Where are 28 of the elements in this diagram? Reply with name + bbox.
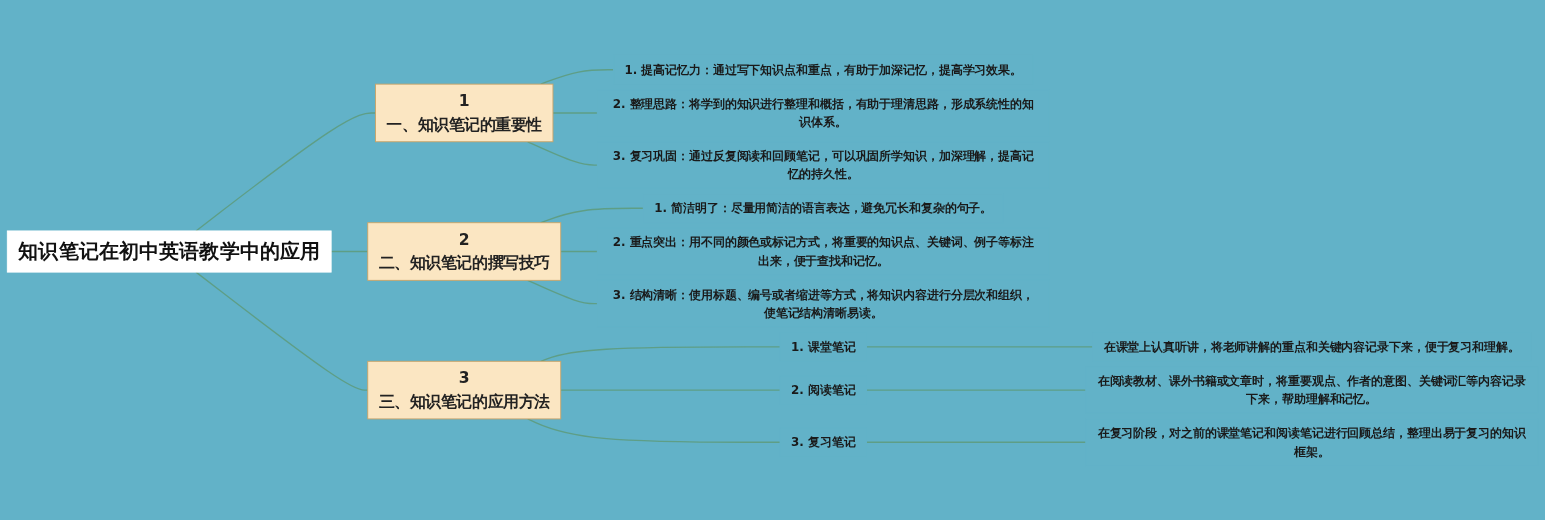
node-text: 在阅读教材、课外书籍或文章时，将重要观点、作者的意图、关键词汇等内容记录下来，帮助理解和记忆。 <box>1097 373 1526 406</box>
node-box: 3 三、知识笔记的应用方法 <box>367 360 562 419</box>
node-text: 3. 结构清晰：使用标题、编号或者缩进等方式，将知识内容进行分层次和组织，使笔记结构清晰易读。 <box>612 287 1034 319</box>
node-text: 3. 复习笔记 <box>791 434 856 449</box>
connector <box>195 270 369 391</box>
node-text: 2. 整理思路：将学到的知识进行整理和概括，有助于理清思路，形成系统性的知识体系。 <box>612 96 1034 129</box>
connector <box>527 279 598 304</box>
connector <box>560 388 781 391</box>
connector <box>865 441 1087 443</box>
node-text: 3. 复习巩固：通过反复阅读和回顾笔记，可以巩固所学知识，加深理解，提高记忆的持久性。 <box>612 148 1034 181</box>
node-text: 2. 重点突出：用不同的颜色或标记方式，将重要的知识点、关键词、例子等标注出来，便于查找和记忆。 <box>612 235 1034 267</box>
connector <box>195 111 377 232</box>
connector <box>527 417 781 443</box>
node-box: 知识笔记在初中英语教学中的应用 <box>6 230 332 273</box>
connector <box>330 250 369 252</box>
node-text: 1. 提高记忆力：通过写下知识点和重点，有助于加深记忆，提高学习效果。 <box>624 62 1022 76</box>
node-box: 2 二、知识笔记的撰写技巧 <box>367 221 562 281</box>
connector <box>865 388 1087 391</box>
connector <box>552 111 598 114</box>
node-text: 2. 阅读笔记 <box>791 382 856 397</box>
node-text: 1. 课堂笔记 <box>791 339 856 354</box>
connector <box>560 250 598 252</box>
node-text: 1. 简洁明了：尽量用简洁的语言表达，避免冗长和复杂的句子。 <box>654 200 993 215</box>
connector <box>865 345 1094 348</box>
connector <box>527 140 598 166</box>
node-box: 1 一、知识笔记的重要性 <box>375 83 554 142</box>
node-text: 在复习阶段，对之前的课堂笔记和阅读笔记进行回顾总结，整理出易于复习的知识框架。 <box>1097 425 1526 458</box>
node-text: 在课堂上认真听讲，将老师讲解的重点和关键内容记录下来，便于复习和理解。 <box>1103 339 1520 354</box>
